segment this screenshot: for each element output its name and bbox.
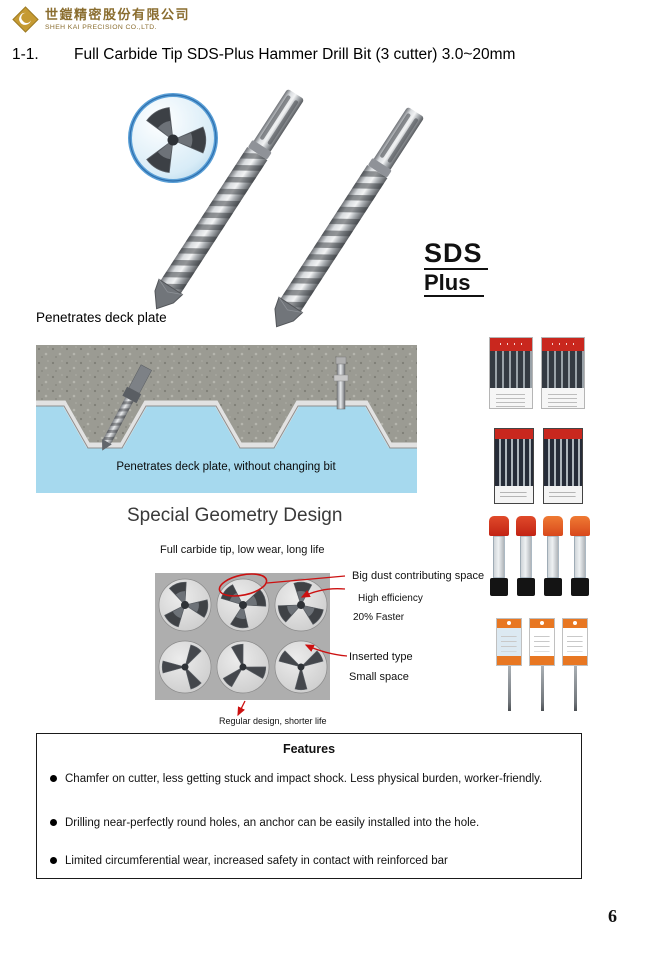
tip-feature-label: Full carbide tip, low wear, long life <box>160 544 325 556</box>
company-logo-icon <box>12 6 39 33</box>
features-title: Features <box>282 742 336 756</box>
feature-item: Limited circumferential wear, increased … <box>50 854 573 868</box>
section-title-text: Full Carbide Tip SDS-Plus Hammer Drill B… <box>74 46 516 63</box>
bullet-icon <box>50 819 57 826</box>
annotation-20-faster: 20% Faster <box>353 612 405 623</box>
drill-penetrating-graphic <box>102 364 152 451</box>
tip-inset-image <box>128 93 218 183</box>
package-box <box>541 337 585 409</box>
blister-pack <box>488 516 510 602</box>
drill-bits-image <box>154 89 424 328</box>
deck-plate-label: Penetrates deck plate <box>36 310 167 325</box>
sds-plus-badge: SDS Plus <box>424 240 488 298</box>
package-case <box>543 428 583 504</box>
hang-card <box>529 618 555 711</box>
hang-cards-image <box>496 618 588 711</box>
deck-caption: Penetrates deck plate, without changing … <box>116 461 336 473</box>
tips-grid-image <box>155 573 330 700</box>
company-name-en: SHEH KAI PRECISION CO.,LTD. <box>45 23 157 31</box>
section-number: 1-1. <box>12 46 39 63</box>
blister-pack <box>569 516 591 602</box>
hang-card <box>496 618 522 711</box>
bullet-icon <box>50 775 57 782</box>
package-boxes-image <box>489 337 585 409</box>
blister-packs-image <box>488 516 591 602</box>
sds-badge-line1: SDS <box>424 240 488 270</box>
company-logo: 世鎧精密股份有限公司 SHEH KAI PRECISION CO.,LTD. <box>12 6 190 33</box>
geometry-heading: Special Geometry Design <box>127 505 343 526</box>
feature-item: Drilling near-perfectly round holes, an … <box>50 816 573 830</box>
blister-pack <box>542 516 564 602</box>
annotation-inserted-type: Inserted type <box>349 651 413 663</box>
sds-badge-line2: Plus <box>424 270 484 298</box>
feature-item-text: Chamfer on cutter, less getting stuck an… <box>65 773 543 785</box>
blister-pack <box>515 516 537 602</box>
page-number: 6 <box>608 906 617 926</box>
annotation-big-dust: Big dust contributing space <box>352 570 485 582</box>
deck-plate-illustration: Penetrates deck plate, without changing … <box>36 345 417 493</box>
anchor-graphic <box>333 356 349 410</box>
package-cases-image <box>494 428 583 504</box>
features-box: Features Chamfer on cutter, less getting… <box>36 733 582 879</box>
annotation-regular-design: Regular design, shorter life <box>219 716 327 726</box>
company-name-cn: 世鎧精密股份有限公司 <box>45 7 191 23</box>
annotation-small-space: Small space <box>349 671 409 683</box>
package-box <box>489 337 533 409</box>
feature-item-text: Drilling near-perfectly round holes, an … <box>65 817 480 829</box>
package-case <box>494 428 534 504</box>
section-title: 1-1. Full Carbide Tip SDS-Plus Hammer Dr… <box>12 46 632 64</box>
feature-item-text: Limited circumferential wear, increased … <box>65 855 448 867</box>
bullet-icon <box>50 857 57 864</box>
feature-item: Chamfer on cutter, less getting stuck an… <box>50 772 573 786</box>
hang-card <box>562 618 588 711</box>
annotation-high-efficiency: High efficiency <box>358 593 423 604</box>
